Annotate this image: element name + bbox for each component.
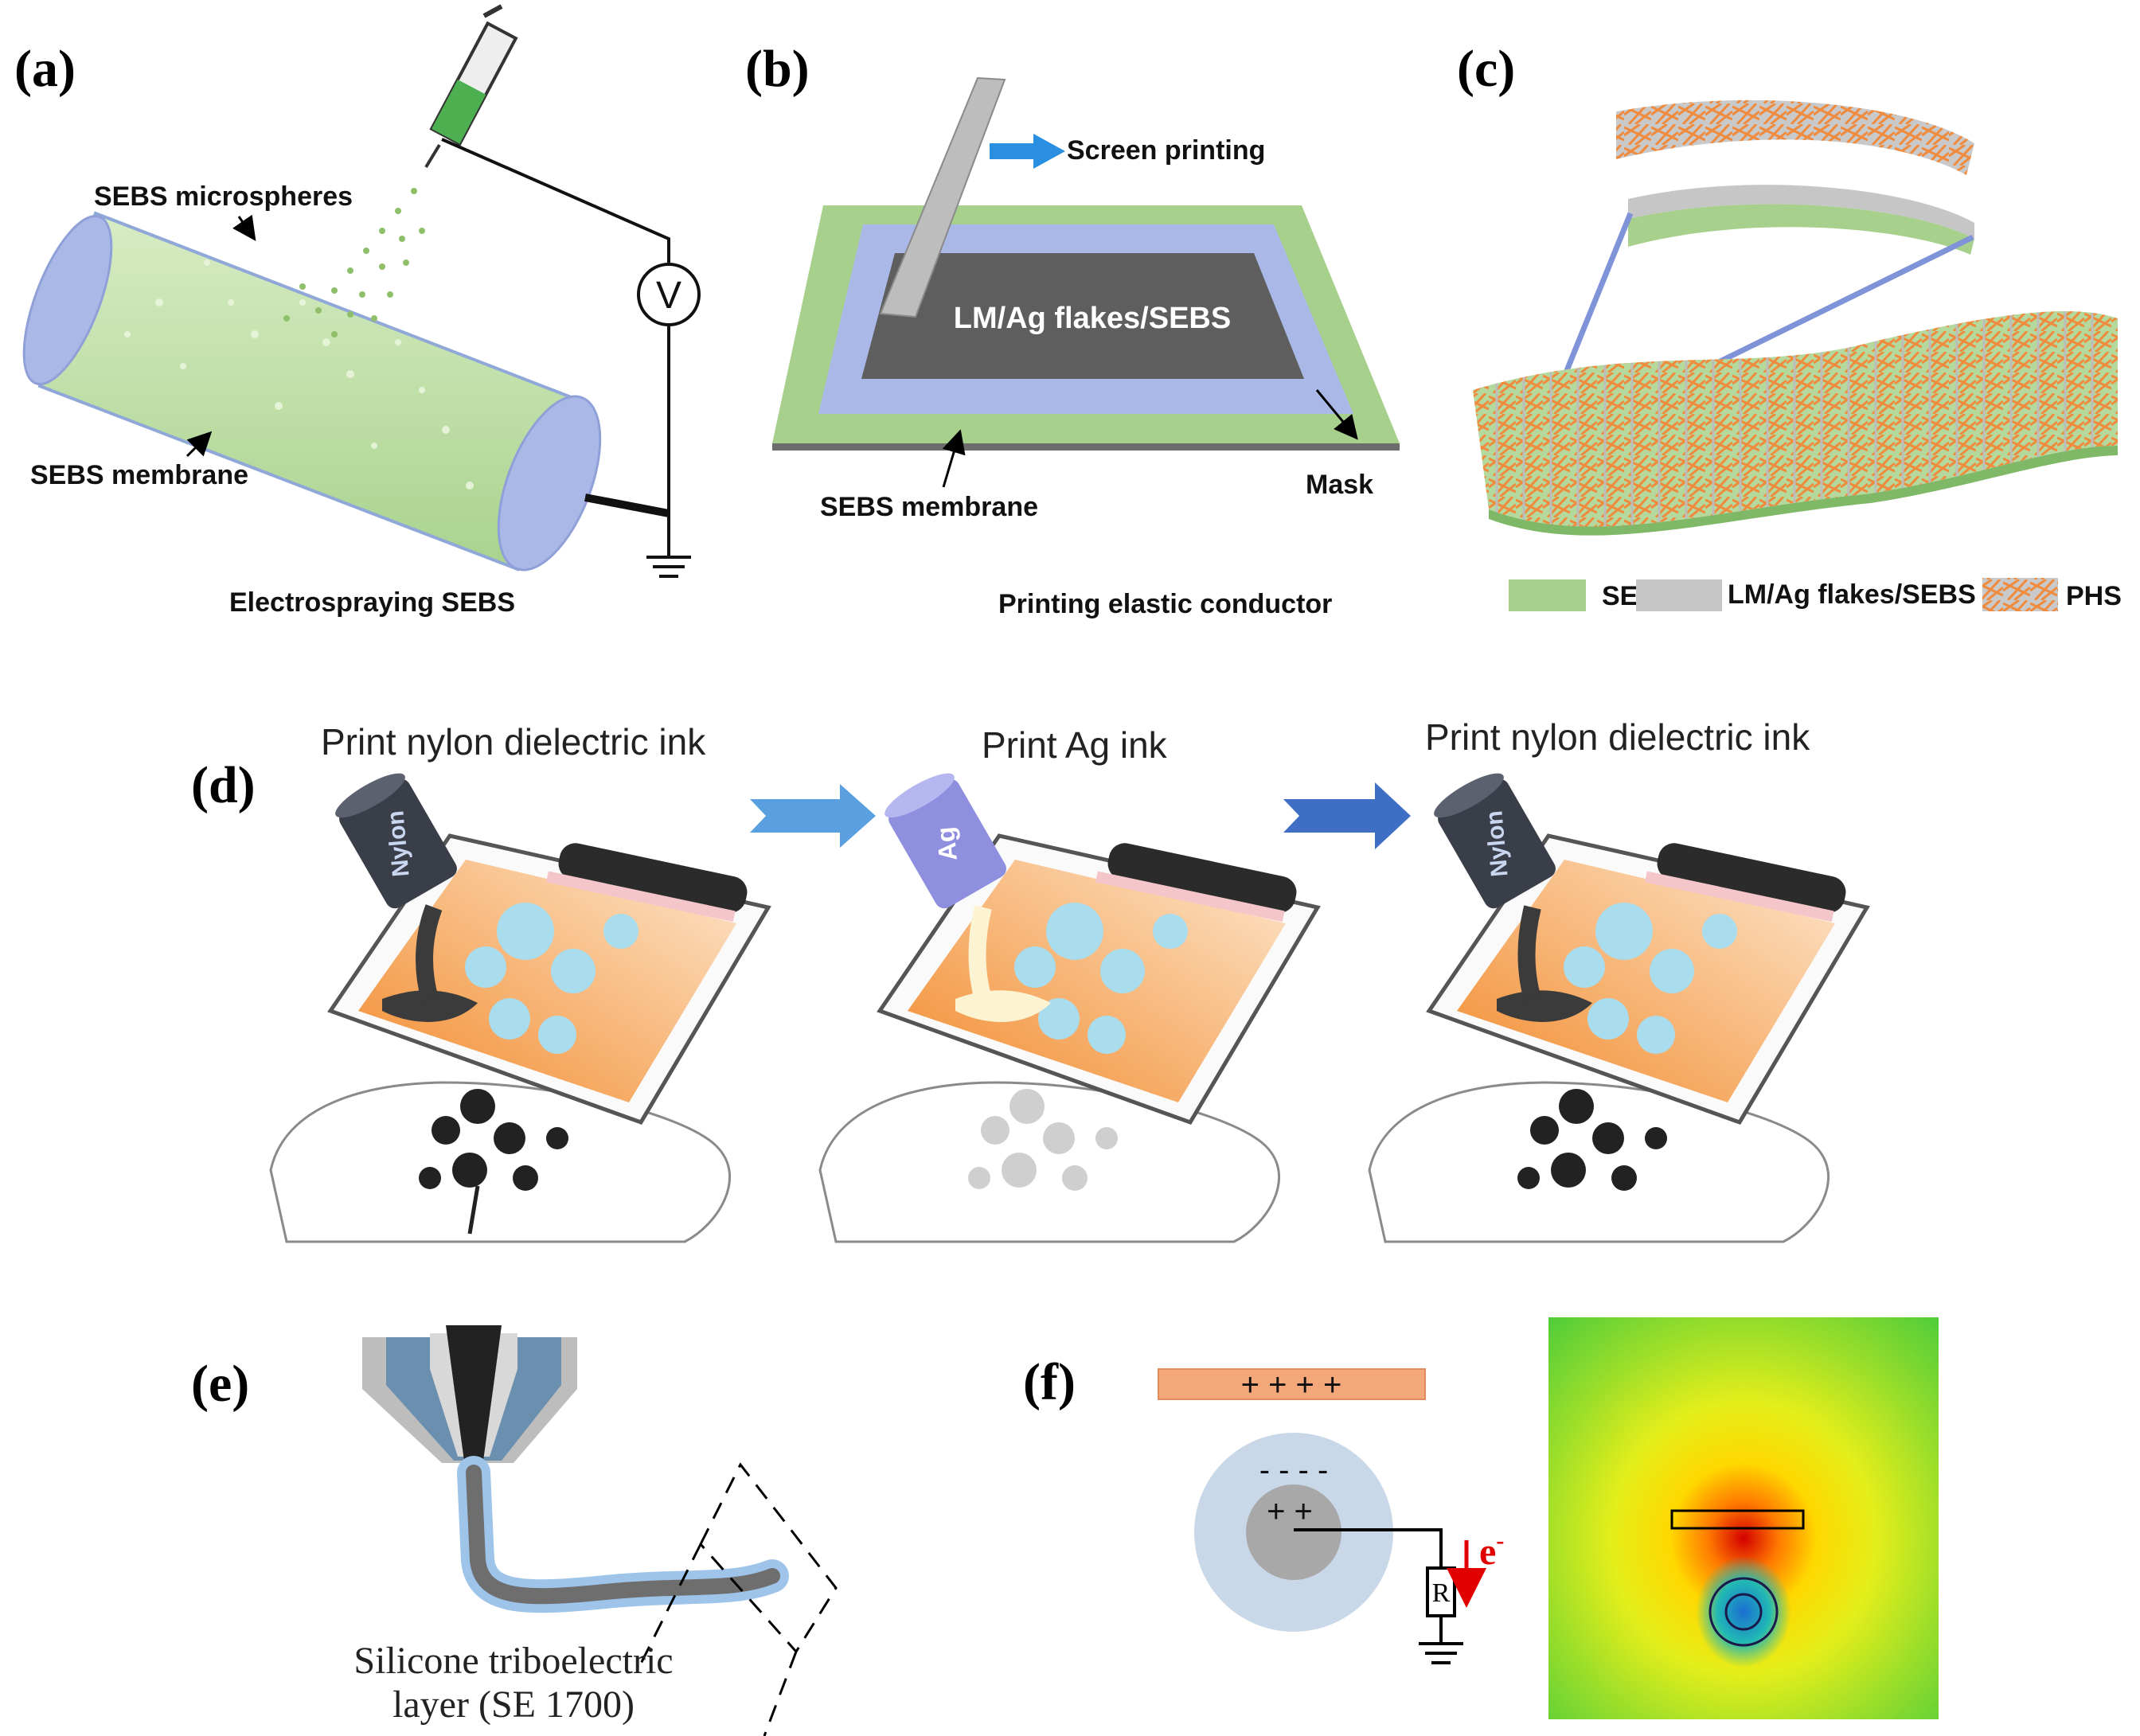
print-station-2: Ag [818,773,1321,1243]
can-3-label: Nylon [1481,809,1513,878]
resistor-label: R [1432,1578,1451,1608]
panel-f: (f) + + + + - - - - + + R e- [1023,1317,1939,1719]
can-1-label: Nylon [382,809,414,878]
panel-b-label: (b) [745,40,810,98]
legend-swatch-ink [1636,579,1722,611]
panel-b: (b) Screen printing LM/Ag flakes/SEBS SE… [745,40,1400,619]
step-arrow-2 [1283,782,1411,849]
charged-plate [1158,1368,1426,1400]
layer-zoom-stack [1616,99,1974,255]
panel-c-legend: SEBS LM/Ag flakes/SEBS PHS [1509,578,2122,611]
screen-printing-label: Screen printing [1067,135,1265,166]
fiber-core [1246,1484,1341,1580]
legend-ink: LM/Ag flakes/SEBS [1728,579,1976,610]
step-2-label: Print Ag ink [982,724,1168,766]
resistor-icon: R [1426,1566,1456,1617]
screen-printing-arrow [990,134,1065,169]
print-station-1: Nylon [269,773,771,1243]
syringe-icon [424,4,518,169]
panel-b-caption: Printing elastic conductor [998,589,1332,619]
voltage-circuit [441,138,691,578]
spray-plume [283,188,425,337]
panel-f-label: (f) [1023,1353,1076,1411]
panel-c: (c) SEBS LM/Ag flakes/SEBS PHS [1457,40,2122,611]
phs-network-sheet [1473,311,2118,536]
inner-charges: + + [1267,1494,1313,1529]
panel-a-label: (a) [14,40,76,98]
voltmeter-icon: V [637,263,701,326]
nylon-can-1-icon: Nylon [335,773,457,909]
mask-label: Mask [1306,470,1373,500]
step-arrow-1 [750,784,876,848]
ink-label: LM/Ag flakes/SEBS [954,302,1231,335]
output-circuit [1294,1528,1463,1664]
field-simulation-map [1548,1317,1939,1719]
panel-e: (e) Silicone triboelectric layer (SE 170… [191,1325,838,1736]
coaxial-nozzle-icon [362,1325,577,1473]
panel-a: (a) [14,4,701,618]
plate-charges: + + + + [1241,1367,1342,1402]
silicone-caption-line1: Silicone triboelectric [353,1640,673,1682]
can-2-label: Ag [931,825,963,862]
sebs-membrane-label-a: SEBS membrane [30,460,248,490]
legend-swatch-phs [1982,578,2058,611]
electron-label: e- [1479,1527,1504,1573]
print-station-3: Nylon [1368,773,1870,1243]
panel-e-label: (e) [191,1355,249,1413]
panel-c-label: (c) [1457,40,1515,98]
step-3-label: Print nylon dielectric ink [1425,716,1810,758]
nylon-can-2-icon: Nylon [1434,773,1556,909]
panel-d-label: (d) [191,756,256,814]
dashed-guides [635,1462,838,1736]
squeegee-icon [879,76,1006,318]
outer-charges: - - - - [1259,1453,1329,1488]
sebs-membrane-label-b: SEBS membrane [820,492,1038,522]
legend-phs: PHS [2066,581,2122,611]
sebs-microspheres-label: SEBS microspheres [94,181,353,212]
ag-can-icon: Ag [885,773,1006,909]
legend-swatch-sebs [1509,579,1586,611]
electrospray-cylinder [22,211,602,572]
panel-d: (d) Print nylon dielectric ink Print Ag … [191,716,1870,1243]
voltmeter-label: V [656,275,681,317]
panel-a-caption: Electrospraying SEBS [229,587,515,618]
silicone-caption-line2: layer (SE 1700) [392,1683,635,1726]
step-1-label: Print nylon dielectric ink [321,721,706,763]
